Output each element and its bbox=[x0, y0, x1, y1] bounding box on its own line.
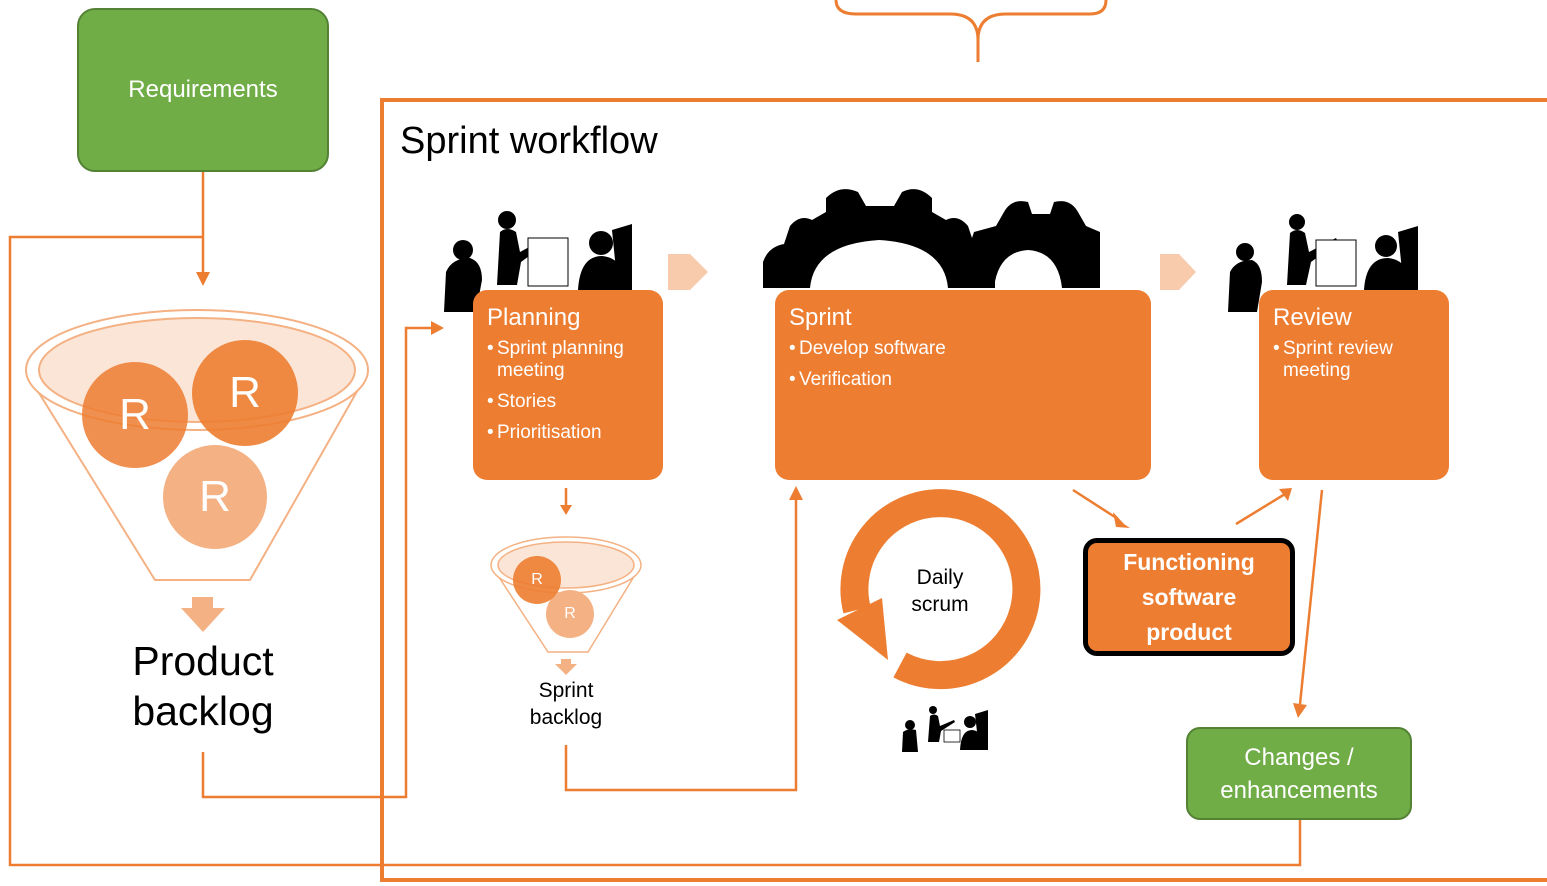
sprint-backlog-down-arrow bbox=[555, 659, 577, 675]
planning-bullet: Stories bbox=[487, 391, 653, 413]
review-meeting-silhouette-icon bbox=[1228, 214, 1418, 312]
backlog-item-3: R bbox=[199, 472, 231, 521]
sprint-bullets: Develop software Verification bbox=[789, 338, 1141, 391]
functioning-line2: software bbox=[1141, 583, 1237, 610]
sprint-backlog-item-2: R bbox=[564, 605, 576, 622]
requirements-box[interactable]: Requirements bbox=[77, 8, 329, 172]
sprint-backlog-label: Sprint backlog bbox=[529, 679, 603, 729]
requirements-label: Requirements bbox=[128, 76, 278, 103]
review-box[interactable]: Review Sprint review meeting bbox=[1259, 290, 1449, 480]
sprint-backlog-item-1: R bbox=[531, 571, 543, 588]
top-callout-shape bbox=[834, 0, 1108, 62]
backlog-item-2: R bbox=[229, 368, 261, 417]
changes-line2: enhancements bbox=[1220, 776, 1378, 804]
sprint-workflow-title: Sprint workflow bbox=[400, 120, 658, 162]
planning-meeting-silhouette-icon bbox=[444, 211, 632, 312]
review-title: Review bbox=[1273, 304, 1352, 331]
daily-scrum-silhouette-icon bbox=[902, 706, 988, 752]
changes-box[interactable]: Changes / enhancements bbox=[1186, 727, 1412, 820]
sprint-box[interactable]: Sprint Develop software Verification bbox=[775, 290, 1151, 480]
planning-to-sprint-chevron-icon bbox=[668, 254, 708, 290]
connector-lines bbox=[8, 172, 1324, 867]
review-bullet: Sprint review meeting bbox=[1273, 338, 1439, 382]
backlog-item-1: R bbox=[119, 390, 151, 439]
product-backlog-down-arrow bbox=[181, 597, 225, 632]
product-backlog-label: Product backlog bbox=[132, 638, 274, 734]
planning-box[interactable]: Planning Sprint planning meeting Stories… bbox=[473, 290, 663, 480]
sprint-to-review-chevron-icon bbox=[1160, 254, 1196, 290]
sprint-bullet: Verification bbox=[789, 369, 1141, 391]
planning-bullet: Sprint planning meeting bbox=[487, 338, 653, 382]
connector-arrowheads bbox=[196, 272, 1307, 718]
sprint-backlog-funnel bbox=[490, 536, 642, 653]
sprint-workflow-frame bbox=[380, 98, 1547, 882]
daily-scrum-label: Daily scrum bbox=[911, 566, 969, 616]
product-backlog-funnel bbox=[25, 309, 369, 581]
functioning-product-box[interactable]: Functioning software product bbox=[1083, 538, 1295, 656]
changes-line1: Changes / bbox=[1244, 743, 1354, 771]
review-bullets: Sprint review meeting bbox=[1273, 338, 1439, 382]
planning-bullet: Prioritisation bbox=[487, 422, 653, 444]
functioning-line3: product bbox=[1146, 618, 1232, 645]
planning-title: Planning bbox=[487, 304, 581, 331]
sprint-title: Sprint bbox=[789, 304, 852, 331]
functioning-line1: Functioning bbox=[1123, 548, 1255, 575]
daily-scrum-cycle-arrow-icon bbox=[837, 489, 1041, 690]
sprint-bullet: Develop software bbox=[789, 338, 1141, 360]
planning-bullets: Sprint planning meeting Stories Prioriti… bbox=[487, 338, 653, 444]
gears-icon bbox=[763, 189, 1100, 288]
